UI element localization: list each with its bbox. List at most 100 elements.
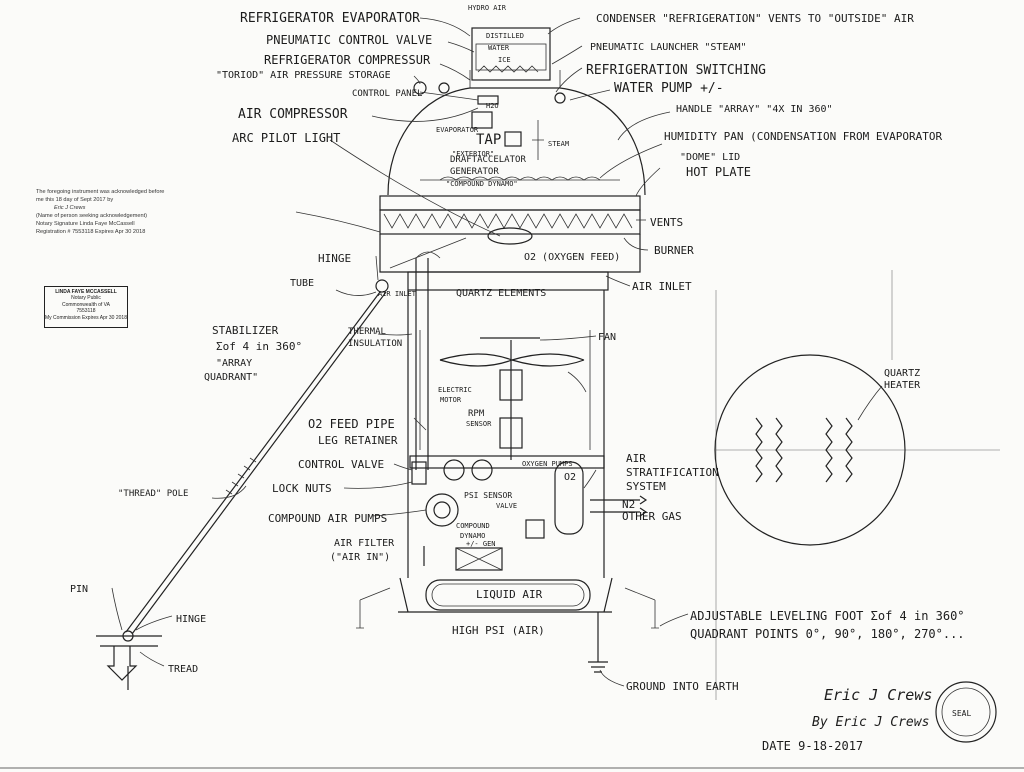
label-air-strat-1: AIR xyxy=(626,452,646,465)
label-quadrant-points: QUADRANT POINTS 0°, 90°, 180°, 270°... xyxy=(690,627,965,641)
label-air-inlet-left: AIR INLET xyxy=(378,290,417,298)
label-air-compressor: AIR COMPRESSOR xyxy=(238,107,348,122)
label-steam: STEAM xyxy=(548,140,569,148)
label-refrigerator-evaporator: REFRIGERATOR EVAPORATOR xyxy=(240,11,420,26)
signature-date: DATE 9-18-2017 xyxy=(762,739,863,753)
label-refrigerator-compressur: REFRIGERATOR COMPRESSUR xyxy=(264,53,431,67)
label-dynamo: DYNAMO xyxy=(460,532,485,540)
stamp-line-5: My Commission Expires Apr 30 2018 xyxy=(45,314,127,321)
label-gen: +/- GEN xyxy=(466,540,496,548)
label-tap: TAP xyxy=(476,132,501,148)
label-hinge-top: HINGE xyxy=(318,252,351,265)
label-n2: N2 xyxy=(622,498,635,511)
label-air-filter: AIR FILTER xyxy=(334,538,395,549)
label-distilled: DISTILLED xyxy=(486,32,524,40)
label-pin: PIN xyxy=(70,584,88,595)
label-arc-pilot-light: ARC PILOT LIGHT xyxy=(232,131,340,145)
label-high-psi: HIGH PSI (AIR) xyxy=(452,624,545,637)
notary-acknowledgement: The foregoing instrument was acknowledge… xyxy=(36,188,186,236)
label-heater: HEATER xyxy=(884,380,921,391)
label-toroid-air-storage: "TORIOD" AIR PRESSURE STORAGE xyxy=(216,70,391,81)
label-stabilizer-sum: Σof 4 in 360° xyxy=(216,340,302,353)
label-stabilizer-quadrant: QUADRANT" xyxy=(204,372,258,383)
dome-lid xyxy=(387,70,646,196)
label-oxygen-pumps: OXYGEN PUMPS xyxy=(522,460,573,468)
label-quartz-elements: QUARTZ ELEMENTS xyxy=(456,288,546,299)
stamp-line-3: Commonwealth of VA xyxy=(62,301,110,308)
label-psi-sensor: PSI SENSOR xyxy=(464,491,512,500)
label-compound-air-pumps: COMPOUND AIR PUMPS xyxy=(268,512,387,525)
notary-line-4: (Name of person seeking acknowledgement) xyxy=(36,213,148,219)
label-dome-lid: "DOME" LID xyxy=(680,152,740,163)
label-lock-nuts: LOCK NUTS xyxy=(272,482,332,495)
label-fan: FAN xyxy=(598,332,616,343)
label-o2-tank: O2 xyxy=(564,472,576,483)
lower-machinery xyxy=(356,455,659,673)
label-exterior: "EXTERIOR" xyxy=(452,150,494,158)
county-seal: SEAL xyxy=(935,681,997,743)
label-ground-into-earth: GROUND INTO EARTH xyxy=(626,680,739,693)
notary-line-2: me this 18 day of Sept 2017 by xyxy=(36,197,114,203)
label-rpm: RPM xyxy=(468,409,485,419)
label-adjustable-foot: ADJUSTABLE LEVELING FOOT Σof 4 in 360° xyxy=(690,609,965,623)
label-compound: COMPOUND xyxy=(456,522,490,530)
label-leg-retainer: LEG RETAINER xyxy=(318,434,398,447)
notary-line-6: Registration # 7553118 Expires Apr 30 20… xyxy=(36,229,146,235)
label-control-panel: CONTROL PANEL xyxy=(352,89,422,99)
label-thread-pole: "THREAD" POLE xyxy=(118,489,188,499)
signature-2: By Eric J Crews xyxy=(812,715,929,730)
label-hydro-air: HYDRO AIR xyxy=(468,4,507,12)
label-pneumatic-control-valve: PNEUMATIC CONTROL VALVE xyxy=(266,33,432,47)
signature-1: Eric J Crews xyxy=(824,686,932,704)
label-refrigeration-switching: REFRIGERATION SWITCHING xyxy=(586,63,766,78)
label-ice: ICE xyxy=(498,56,511,64)
label-air-strat-2: STRATIFICATION xyxy=(626,466,719,479)
label-tread: TREAD xyxy=(168,664,198,675)
stabilizer-pole xyxy=(96,279,389,690)
label-stabilizer: STABILIZER xyxy=(212,324,279,337)
label-thermal: THERMAL xyxy=(348,327,386,337)
label-evaporator: EVAPORATOR xyxy=(436,126,479,134)
stamp-line-1: LINDA FAYE MCCASSELL xyxy=(55,289,117,295)
label-motor: MOTOR xyxy=(440,396,462,404)
label-valve: VALVE xyxy=(496,502,517,510)
label-sensor: SENSOR xyxy=(466,420,492,428)
label-generator: GENERATOR xyxy=(450,167,499,177)
notary-line-5: Notary Signature Linda Faye McCassell xyxy=(36,221,135,227)
notary-line-3: Eric J Crews xyxy=(54,205,86,211)
label-o2-feed-pipe: O2 FEED PIPE xyxy=(308,417,395,431)
label-h2o: H2O xyxy=(486,102,499,110)
label-hot-plate: HOT PLATE xyxy=(686,165,751,179)
stamp-line-2: Notary Public xyxy=(71,295,101,302)
main-column xyxy=(407,251,609,578)
label-hinge-bottom: HINGE xyxy=(176,614,206,625)
label-humidity-pan: HUMIDITY PAN (CONDENSATION FROM EVAPORAT… xyxy=(664,130,943,143)
label-electric: ELECTRIC xyxy=(438,386,472,394)
label-air-inlet-right: AIR INLET xyxy=(632,280,692,293)
label-pneumatic-launcher: PNEUMATIC LAUNCHER "STEAM" xyxy=(590,42,747,53)
leader-lines xyxy=(111,17,883,687)
label-o2-feed: O2 (OXYGEN FEED) xyxy=(524,252,620,263)
label-air-strat-3: SYSTEM xyxy=(626,480,666,493)
label-control-valve: CONTROL VALVE xyxy=(298,458,384,471)
label-handle-array: HANDLE "ARRAY" "4X IN 360" xyxy=(676,104,833,115)
label-insulation: INSULATION xyxy=(348,339,402,349)
label-liquid-air: LIQUID AIR xyxy=(476,588,543,601)
label-vents: VENTS xyxy=(650,216,683,229)
label-tube: TUBE xyxy=(290,278,314,289)
label-air-in: ("AIR IN") xyxy=(330,552,390,563)
quartz-heater-detail xyxy=(714,270,1000,700)
diagram-labels: REFRIGERATOR EVAPORATOR PNEUMATIC CONTRO… xyxy=(70,4,965,753)
label-water: WATER xyxy=(488,44,510,52)
notary-line-1: The foregoing instrument was acknowledge… xyxy=(36,189,165,195)
notary-stamp: LINDA FAYE MCCASSELL Notary Public Commo… xyxy=(44,286,128,328)
label-condenser: CONDENSER "REFRIGERATION" VENTS TO "OUTS… xyxy=(596,12,914,25)
stamp-line-4: 7553118 xyxy=(76,308,96,315)
label-other-gas: OTHER GAS xyxy=(622,510,682,523)
label-burner: BURNER xyxy=(654,244,694,257)
label-draftaccelator: DRAFTACCELATOR xyxy=(450,155,526,165)
label-compound-dynamo-top: "COMPOUND DYNAMO" xyxy=(446,180,518,188)
label-water-pump: WATER PUMP +/- xyxy=(614,81,724,96)
label-stabilizer-array: "ARRAY xyxy=(216,358,252,369)
